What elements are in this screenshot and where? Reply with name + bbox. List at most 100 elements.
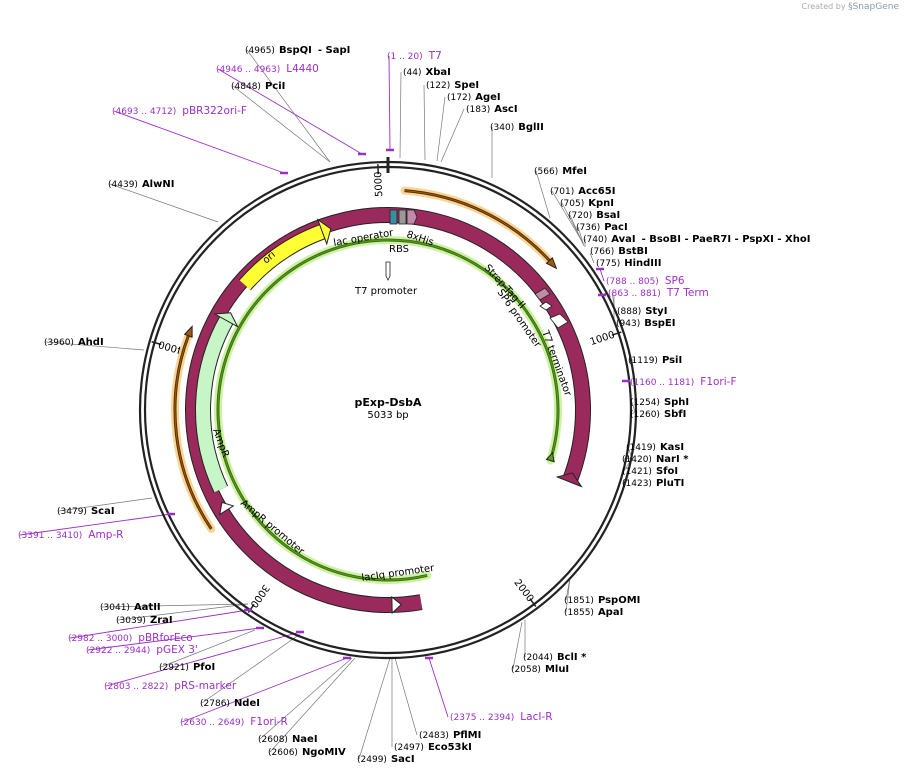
feature-arrowhead — [316, 218, 332, 246]
leader-line — [394, 657, 418, 736]
leader-line — [428, 657, 449, 718]
site-label: (1421)SfoI — [622, 466, 678, 477]
site-label: (1260)SbfI — [630, 409, 686, 420]
his-tag-arrow — [406, 209, 418, 225]
site-label: (172)AgeI — [447, 92, 501, 103]
leader-line — [87, 627, 261, 651]
primer-label: (2982 .. 3000)pBRforEco — [68, 632, 193, 644]
leader-line — [631, 401, 636, 413]
leader-line — [69, 609, 249, 639]
leader-line — [113, 110, 285, 174]
site-label: (1420)NarI * — [622, 454, 689, 465]
site-label: (122)SpeI — [426, 80, 479, 91]
primer-marks — [167, 148, 630, 660]
leader-line — [440, 108, 465, 163]
site-label: (4439)AlwNI — [108, 179, 174, 190]
site-label: (4848)PciI — [231, 81, 285, 92]
lac-operator-box — [389, 209, 398, 225]
site-label: (705)KpnI — [560, 198, 614, 209]
primer-label: (1160 .. 1181)F1ori-F — [630, 376, 737, 388]
site-label: (340)BglII — [490, 122, 544, 133]
leader-line — [535, 170, 551, 219]
feature-arrowhead — [391, 595, 403, 615]
leader-line — [423, 84, 426, 161]
site-label: (766)BstBI — [590, 246, 648, 257]
feature-fill — [217, 239, 559, 581]
rbs-box — [398, 209, 407, 225]
primer-label: (788 .. 805)SP6 — [606, 275, 685, 287]
tick-mark — [529, 598, 537, 608]
feature-fill — [239, 225, 325, 290]
site-label: (2058)MluI — [511, 664, 569, 675]
feature-arrowhead — [545, 451, 555, 463]
leader-line — [399, 71, 402, 159]
site-label: (736)PacI — [576, 222, 628, 233]
leader-line — [246, 49, 331, 163]
leader-line — [101, 603, 249, 608]
credit: Created by §SnapGene — [802, 2, 899, 12]
feature-arrowhead — [219, 501, 235, 516]
feature-arrowhead — [213, 312, 239, 328]
site-label: (701)Acc65I — [550, 186, 615, 197]
tick-label: 1000 — [589, 330, 617, 348]
site-label: (1419)KasI — [626, 442, 684, 453]
leader-line — [58, 497, 153, 512]
site-label: (888)StyI — [617, 306, 667, 317]
feature-label-t7-promoter: T7 promoter — [354, 286, 418, 297]
primer-label: (4693 .. 4712)pBR322ori-F — [112, 105, 247, 117]
primer-label: (2630 .. 2649)F1ori-R — [180, 716, 288, 728]
t7-terminator-arrow — [549, 313, 569, 329]
site-label: (740)AvaI- BsoBI - PaeR7I - PspXI - XhoI — [583, 234, 810, 245]
site-label: (3960)AhdI — [44, 337, 104, 348]
site-label: (1855)ApaI — [564, 607, 623, 618]
leader-lines — [19, 49, 636, 760]
leader-line — [358, 657, 391, 760]
leader-line — [201, 633, 301, 704]
site-label: (2044)BclI * — [523, 652, 587, 663]
site-label: (1851)PspOMI — [564, 595, 640, 606]
feature-label-laci: lacI — [508, 531, 527, 552]
leader-line — [599, 268, 605, 282]
feature-arrowhead — [545, 256, 558, 270]
leader-line — [259, 657, 353, 740]
tick-mark — [611, 331, 622, 336]
leader-line — [160, 629, 256, 668]
site-label: (566)MfeI — [534, 166, 587, 177]
feature-label-rbs: RBS — [389, 244, 409, 255]
feature-arrowhead — [555, 472, 583, 488]
site-label: (2497)Eco53kI — [394, 742, 472, 753]
plasmid-size: 5033 bp — [367, 410, 408, 421]
site-label: (775)HindIII — [596, 258, 661, 269]
primer-label: (2922 .. 2944)pGEX 3' — [86, 644, 198, 656]
site-label: (2786)NdeI — [200, 698, 260, 709]
site-label: (2921)PfoI — [159, 662, 215, 673]
primer-label: (1 .. 20)T7 — [387, 50, 442, 62]
leader-line — [577, 226, 585, 247]
leader-line — [45, 341, 145, 351]
leader-line — [631, 411, 636, 415]
leader-line — [269, 657, 356, 753]
primer-label: (863 .. 881)T7 Term — [608, 287, 709, 299]
site-label: (943)BspEI — [616, 318, 676, 329]
leader-line — [105, 631, 301, 687]
leader-line — [232, 85, 331, 163]
site-label: (1119)PsiI — [628, 355, 682, 366]
leader-line — [589, 252, 595, 264]
feature-fill — [404, 190, 550, 261]
tick-label: 2000 — [511, 577, 535, 604]
site-label: (1423)PluTI — [622, 478, 684, 489]
site-label: (720)BsaI — [568, 210, 620, 221]
leader-line — [388, 55, 391, 151]
primer-label: (2375 .. 2394)LacI-R — [450, 711, 553, 723]
site-label: (3479)ScaI — [57, 506, 115, 517]
site-label: (1254)SphI — [630, 397, 689, 408]
leader-line — [117, 603, 249, 621]
plasmid-name: pExp-DsbA — [355, 396, 422, 409]
leader-line — [19, 513, 172, 536]
credit-prefix: Created by — [801, 2, 846, 11]
primer-label: (2803 .. 2822)pRS-marker — [104, 680, 237, 692]
feature-fill — [196, 316, 233, 493]
leader-line — [436, 96, 446, 162]
leader-line — [565, 577, 571, 613]
